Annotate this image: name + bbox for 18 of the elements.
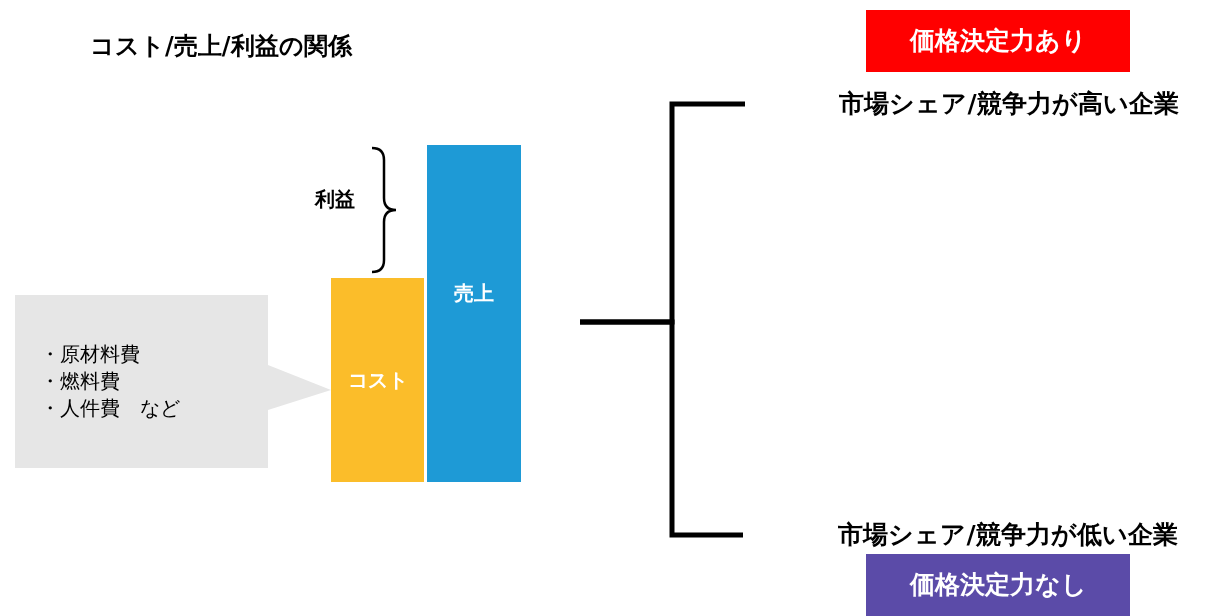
node-label: コスト [347,366,408,394]
callout-pointer [268,365,331,410]
node-label: 市場シェア/競争力が高い企業 [839,88,1179,121]
node-label: 市場シェア/競争力が低い企業 [838,519,1178,552]
sales-bar [427,145,521,482]
callout-box [15,295,268,468]
cost-bar [331,278,424,482]
list-item: ・人件費 など [40,395,180,422]
list-item: ・原材料費 [40,341,140,368]
badge [866,10,1130,72]
list-item: ・燃料費 [40,368,120,395]
node-label: 売上 [454,280,494,307]
profit-label: 利益 [315,186,355,213]
node-label: 価格決定力あり [909,25,1087,58]
diagram-title: コスト/売上/利益の関係 [90,31,352,62]
node-label: 価格決定力なし [909,569,1087,602]
bracket-line [580,319,743,538]
badge [866,554,1130,616]
